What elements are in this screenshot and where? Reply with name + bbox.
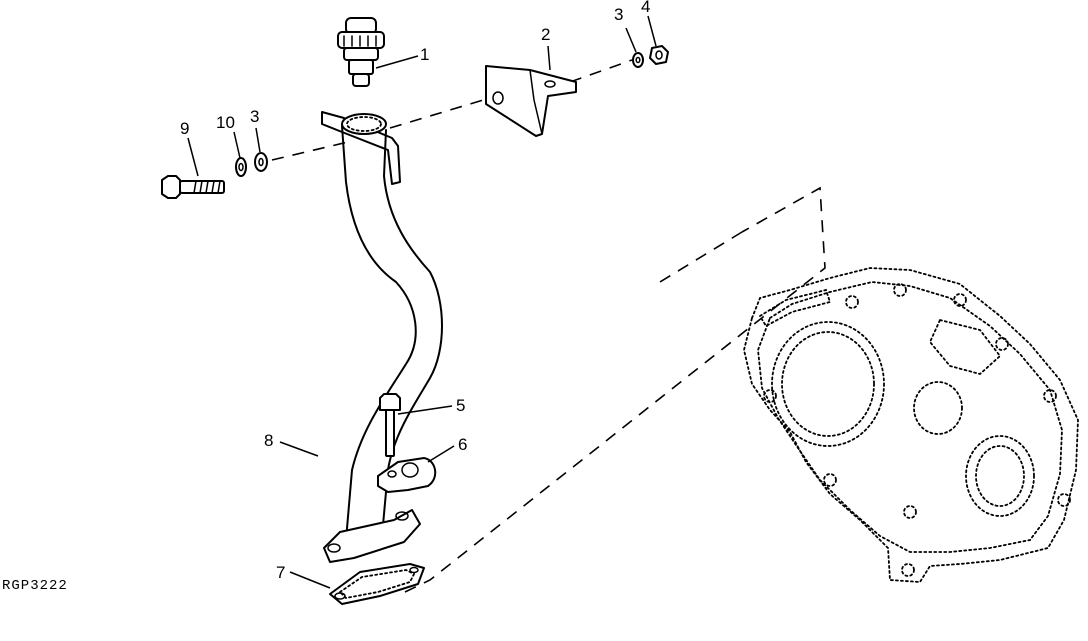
callout-leaders — [187, 15, 657, 589]
figure-reference-code: RGP3222 — [2, 578, 68, 594]
callout-7: 7 — [276, 563, 285, 582]
callout-3-top: 3 — [614, 5, 623, 24]
washer-and-nut-top — [632, 45, 669, 68]
bolt-and-washers-left — [161, 152, 268, 199]
tube-clamp — [377, 457, 437, 493]
gasket — [329, 563, 425, 605]
assembly-alignment-lines — [271, 59, 826, 593]
callout-5: 5 — [456, 396, 465, 415]
callout-8: 8 — [264, 431, 273, 450]
callout-4: 4 — [641, 0, 650, 16]
mounting-bracket — [485, 65, 577, 137]
dipstick-cap — [337, 17, 385, 87]
callout-labels: 1 2 3 4 9 10 3 5 6 8 7 — [180, 0, 650, 582]
cap-screw — [379, 393, 401, 457]
callout-3-left: 3 — [250, 107, 259, 126]
dipstick-tube — [321, 111, 443, 563]
callout-10: 10 — [216, 113, 235, 132]
callout-1: 1 — [420, 45, 429, 64]
callout-6: 6 — [458, 435, 467, 454]
callout-2: 2 — [541, 25, 550, 44]
timing-gear-cover — [743, 267, 1079, 583]
callout-9: 9 — [180, 119, 189, 138]
